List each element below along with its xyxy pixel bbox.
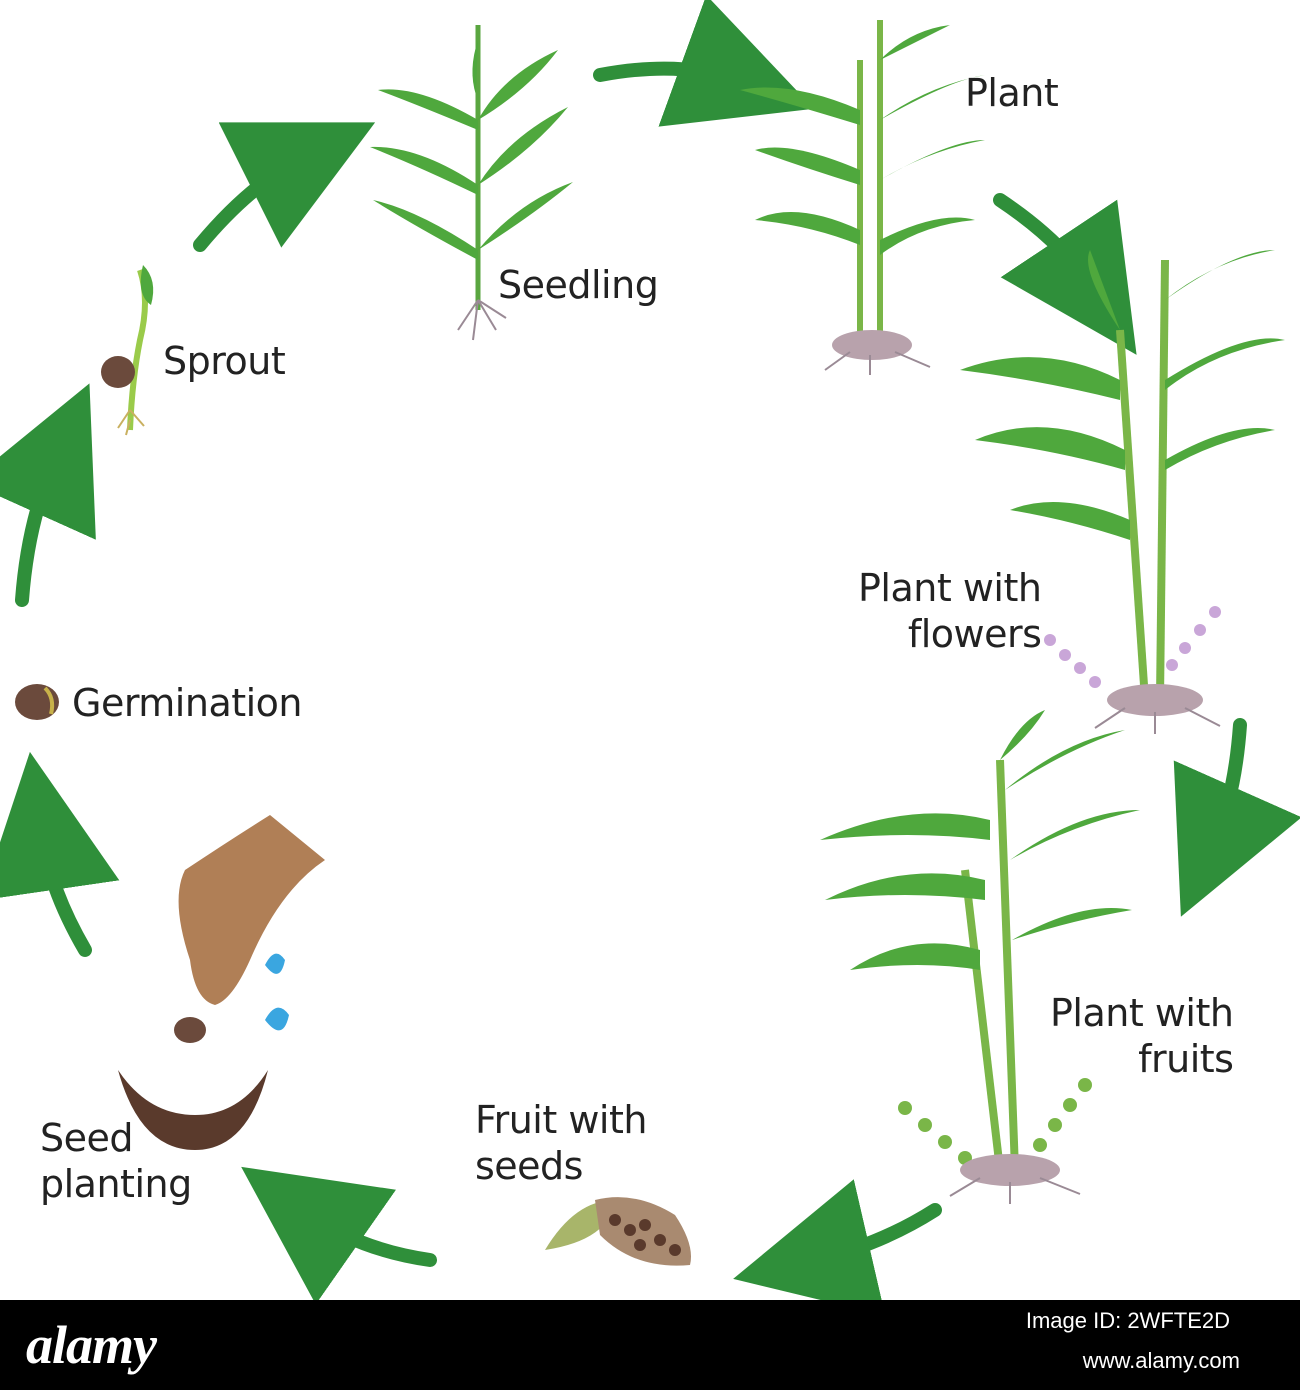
plant-icon (740, 20, 985, 375)
germination-label: Germination (72, 681, 303, 725)
image-code: Image ID: 2WFTE2D (1025, 1308, 1230, 1333)
seed-planting-label: Seed planting (40, 1116, 192, 1206)
plant-label: Plant (965, 71, 1059, 115)
seedling-label: Seedling (498, 263, 659, 307)
sprout-icon (101, 265, 154, 436)
site-url: www.alamy.com (1082, 1348, 1240, 1373)
arrow-seedling-to-plant (593, 0, 814, 127)
seed-planting-icon (118, 815, 325, 1150)
fruiting-plant-icon (820, 710, 1140, 1204)
sprout-label: Sprout (163, 339, 286, 383)
fruit-with-seeds-label: Fruit with seeds (475, 1098, 647, 1188)
plant-with-fruits-label: Plant with fruits (1050, 991, 1234, 1081)
brand-logo: alamy (26, 1315, 157, 1375)
seedling-icon (370, 25, 573, 341)
arrow-fruit-to-planting (241, 1166, 437, 1305)
fruit-with-seeds-icon (545, 1197, 691, 1266)
arrow-sprout-to-seedling (193, 122, 376, 252)
flowering-plant-icon (960, 250, 1285, 734)
arrow-fruiting-to-fruit (733, 1179, 942, 1316)
arrow-plant-to-flowering (993, 193, 1137, 355)
plant-with-flowers-label: Plant with flowers (858, 566, 1042, 656)
cycle-arrows (0, 0, 1300, 1316)
life-cycle-diagram: Sprout Seedling Plant Plant with flowers… (0, 0, 1300, 1316)
arrow-flowering-to-fruiting (1173, 718, 1300, 917)
arrow-germination-to-sprout (0, 383, 96, 607)
germination-seed-icon (15, 684, 59, 720)
life-cycle-illustration (0, 0, 1300, 1316)
watermark-footer: alamy Image ID: 2WFTE2D www.alamy.com (0, 1300, 1300, 1390)
arrow-planting-to-germination (0, 751, 120, 957)
